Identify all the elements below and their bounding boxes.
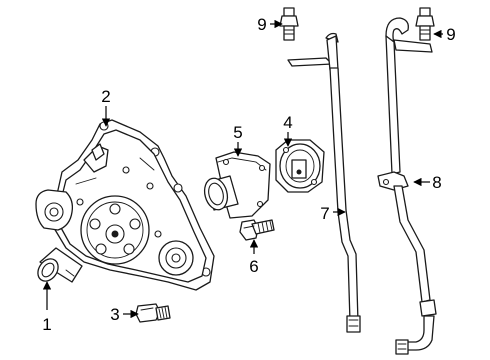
bleeder-valve-right — [415, 7, 435, 41]
callout-4: 4 — [283, 113, 293, 147]
callout-9-left: 9 — [257, 15, 283, 34]
callout-9-right: 9 — [433, 25, 456, 44]
callout-2: 2 — [101, 87, 111, 127]
callout-3: 3 — [110, 305, 139, 324]
thermostat-housing — [203, 151, 271, 219]
callout-6-label: 6 — [249, 257, 258, 276]
bolt-6 — [239, 219, 275, 241]
callout-7: 7 — [320, 204, 346, 223]
bolt-3 — [135, 303, 171, 323]
callout-5: 5 — [233, 123, 243, 157]
callout-4-label: 4 — [283, 113, 292, 132]
callout-3-label: 3 — [110, 305, 119, 324]
thermostat — [275, 139, 325, 193]
callout-9-left-label: 9 — [257, 15, 266, 34]
callout-9-right-label: 9 — [446, 25, 455, 44]
callout-1: 1 — [42, 281, 52, 334]
coolant-tube-right — [377, 17, 437, 355]
callout-6: 6 — [249, 239, 259, 276]
callout-8: 8 — [413, 173, 442, 192]
callout-8-label: 8 — [432, 173, 441, 192]
callout-2-label: 2 — [101, 87, 110, 106]
bleeder-valve-left — [279, 7, 299, 41]
callout-5-label: 5 — [233, 123, 242, 142]
water-pump — [35, 129, 207, 283]
callout-1-label: 1 — [42, 315, 51, 334]
callout-7-label: 7 — [320, 204, 329, 223]
